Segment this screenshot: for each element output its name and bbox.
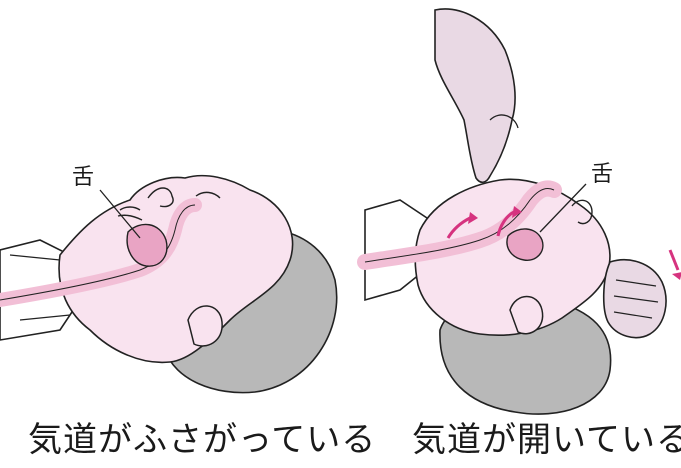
panel-airway-blocked: 舌 気道がふさがっている [0, 0, 340, 468]
rescuer-hand-top [435, 9, 515, 182]
head-tilt-blocked-illustration [0, 0, 340, 420]
caption-airway-blocked: 気道がふさがっている [28, 418, 376, 462]
caption-airway-open: 気道が開いている [412, 418, 681, 462]
tongue-label: 舌 [72, 166, 94, 190]
panel-airway-open: 舌 気道が開いている [340, 0, 680, 468]
head-tilt-open-illustration [340, 0, 681, 420]
tongue-label-open: 舌 [591, 163, 613, 187]
